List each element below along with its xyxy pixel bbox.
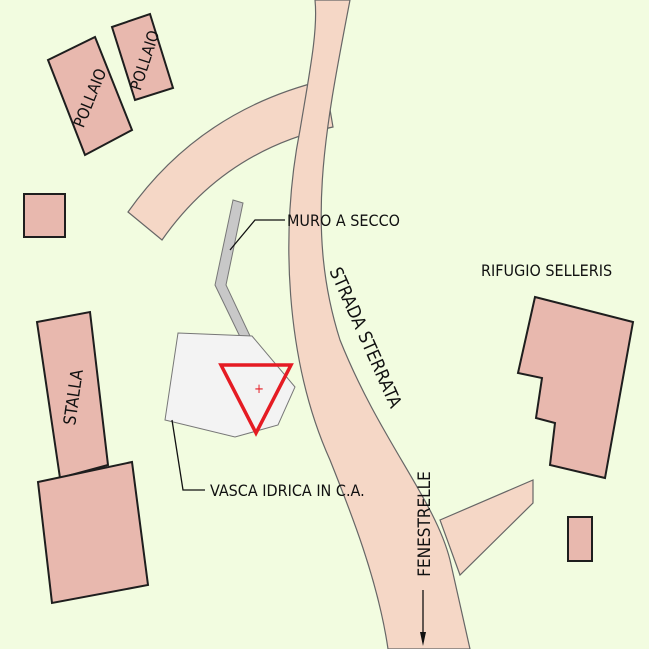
- muro-leader-line: [229, 219, 285, 251]
- strada-sterrata-road: [288, 0, 471, 649]
- pollaio-building-1: [46, 35, 134, 157]
- small-building-west: [23, 193, 66, 238]
- marker-triangle-icon[interactable]: [218, 363, 294, 437]
- large-building-southwest: [36, 460, 150, 605]
- label-fenestrelle: FENESTRELLE: [415, 471, 435, 577]
- pollaio-building-2: [110, 12, 175, 102]
- south-arrow-icon: [420, 632, 426, 646]
- vasca-leader-line: [171, 419, 205, 491]
- label-muro-a-secco: MURO A SECCO: [287, 211, 400, 230]
- label-vasca-idrica: VASCA IDRICA IN C.A.: [210, 481, 365, 500]
- label-rifugio-selleris: RIFUGIO SELLERIS: [481, 261, 612, 280]
- branch-road: [439, 479, 534, 577]
- small-building-east: [567, 516, 593, 562]
- marker-plus-icon: +: [254, 382, 264, 397]
- rifugio-selleris-building: [516, 295, 635, 480]
- stalla-building: [35, 310, 110, 480]
